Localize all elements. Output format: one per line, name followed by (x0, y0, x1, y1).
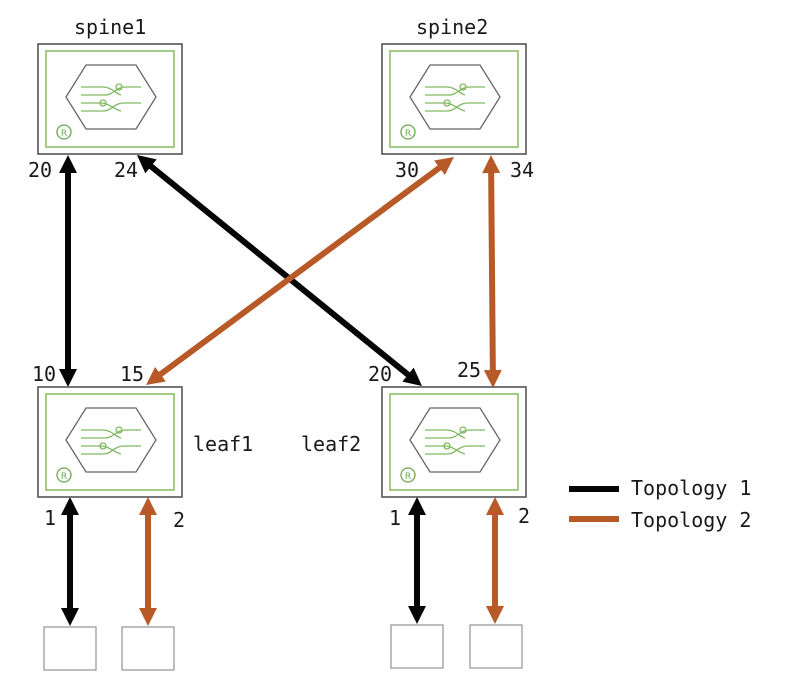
arrowhead-icon (408, 497, 426, 515)
port-label-leaf2-1: 1 (389, 506, 401, 530)
port-label-spine2-34: 34 (510, 158, 534, 182)
routing-badge-icon (400, 124, 416, 140)
spine1-label: spine1 (74, 15, 146, 39)
leaf1-switch[interactable] (37, 386, 183, 498)
arrowhead-icon (139, 608, 157, 626)
arrowhead-icon (139, 497, 157, 515)
port-label-spine2-30: 30 (395, 158, 419, 182)
links-layer (59, 155, 504, 626)
arrowhead-icon (402, 367, 422, 386)
arrowhead-icon (434, 157, 454, 175)
link-spine2-leaf1 (146, 157, 454, 385)
port-label-leaf1-15: 15 (120, 362, 144, 386)
routing-badge-icon (56, 467, 72, 483)
arrowhead-icon (486, 497, 504, 515)
arrowhead-icon (137, 155, 157, 174)
arrowhead-icon (482, 155, 501, 174)
spine2-label: spine2 (416, 15, 488, 39)
host-leaf2-port2[interactable] (469, 624, 523, 669)
link-line (147, 162, 412, 379)
link-spine2-leaf2 (482, 155, 502, 388)
link-leaf1-host2 (139, 497, 157, 626)
link-spine1-leaf1 (59, 155, 77, 387)
switch-icon (409, 407, 501, 473)
link-line (488, 170, 496, 373)
port-label-leaf1-1: 1 (44, 506, 56, 530)
link-line (157, 164, 443, 378)
switch-icon (65, 407, 157, 473)
link-leaf2-host1 (408, 497, 426, 624)
arrowhead-icon (146, 367, 166, 385)
arrowhead-icon (408, 606, 426, 624)
legend: Topology 1 Topology 2 (569, 476, 751, 532)
host-leaf1-port2[interactable] (121, 626, 175, 671)
arrowhead-icon (486, 606, 504, 624)
link-spine1-leaf2 (137, 155, 422, 386)
port-label-leaf1-10: 10 (32, 362, 56, 386)
spine2-switch[interactable] (381, 43, 527, 155)
port-label-leaf2-2: 2 (518, 504, 530, 528)
arrowhead-icon (61, 497, 79, 515)
routing-badge-icon (56, 124, 72, 140)
arrowhead-icon (59, 369, 77, 387)
leaf1-label: leaf1 (193, 432, 253, 456)
arrowhead-icon (61, 608, 79, 626)
port-label-spine1-20: 20 (28, 158, 52, 182)
link-leaf1-host1 (61, 497, 79, 626)
port-label-spine1-24: 24 (114, 158, 138, 182)
port-label-leaf2-25: 25 (457, 358, 481, 382)
leaf2-label: leaf2 (301, 432, 361, 456)
routing-badge-icon (400, 467, 416, 483)
arrowhead-icon (59, 155, 77, 173)
arrowhead-icon (483, 369, 502, 388)
port-label-leaf1-2: 2 (173, 508, 185, 532)
host-leaf1-port1[interactable] (43, 626, 97, 671)
spine1-switch[interactable] (37, 43, 183, 155)
switch-icon (409, 64, 501, 130)
legend-label-topology2: Topology 2 (631, 508, 751, 532)
legend-label-topology1: Topology 1 (631, 476, 751, 500)
switch-icon (65, 64, 157, 130)
port-label-leaf2-20: 20 (368, 362, 392, 386)
host-leaf2-port1[interactable] (390, 624, 444, 669)
leaf2-switch[interactable] (381, 386, 527, 498)
link-leaf2-host2 (486, 497, 504, 624)
